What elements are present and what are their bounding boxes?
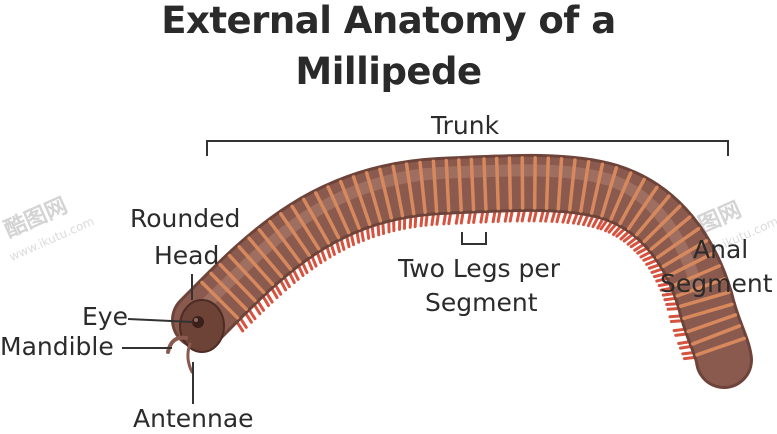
segment-band [535, 158, 536, 208]
label-anal-1: Anal [693, 234, 748, 265]
label-trunk: Trunk [431, 110, 499, 141]
label-two-legs-1: Two Legs per [398, 253, 560, 284]
segment-band [497, 158, 499, 208]
label-rounded-head-1: Rounded [130, 203, 240, 234]
label-rounded-head-2: Head [154, 240, 219, 271]
segment-band [459, 160, 461, 210]
label-eye: Eye [82, 301, 128, 332]
two-legs-bracket [462, 232, 486, 244]
segment-band [509, 158, 510, 208]
label-anal-2: Segment [660, 268, 773, 299]
label-two-legs-2: Segment [425, 287, 538, 318]
label-antennae: Antennae [133, 403, 254, 434]
segment-band [446, 161, 448, 211]
label-mandible: Mandible [0, 331, 114, 362]
eye [192, 316, 204, 328]
trunk-bracket [207, 141, 728, 156]
segment-band [547, 158, 549, 208]
segment-band [484, 159, 486, 209]
segment-band [471, 159, 473, 209]
